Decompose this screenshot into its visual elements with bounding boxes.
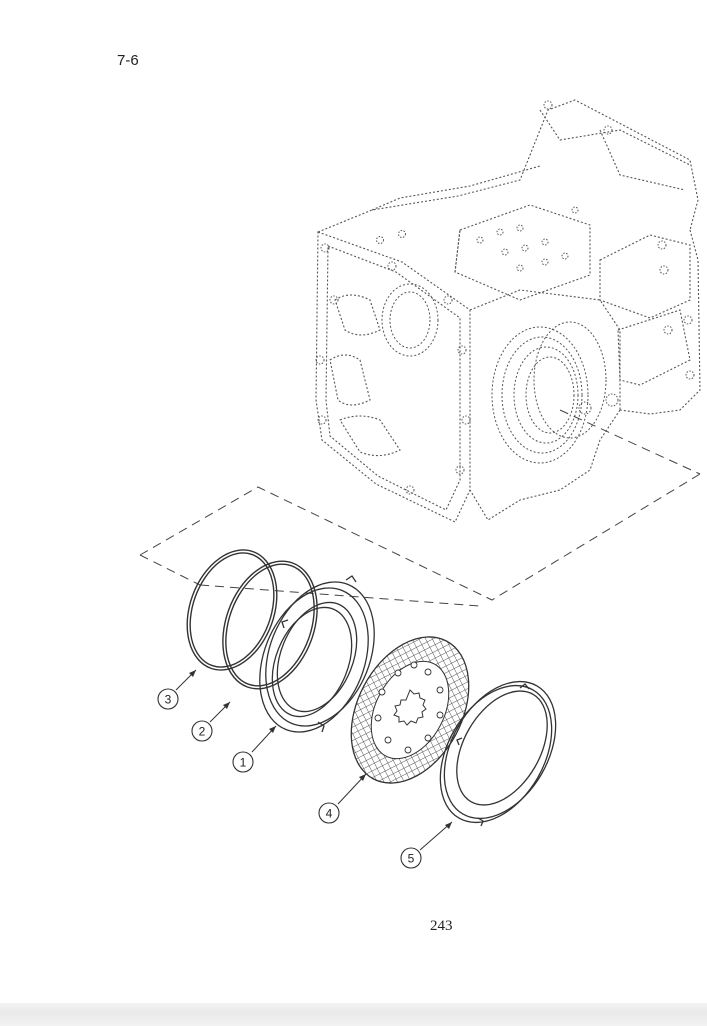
callout-label-2: 2 <box>199 725 206 739</box>
callout-label-5: 5 <box>408 852 415 866</box>
callout-2: 2 <box>191 720 213 742</box>
leader-arrowheads <box>189 670 452 829</box>
separator-plate-5 <box>439 680 557 827</box>
assembly-guide-lines <box>139 409 701 607</box>
housing-bores <box>381 283 607 464</box>
callout-3: 3 <box>157 688 179 710</box>
scan-edge-strip <box>0 1003 707 1026</box>
pressure-plate-1 <box>259 575 375 733</box>
section-number: 7-6 <box>117 52 139 69</box>
transmission-housing <box>315 99 701 523</box>
friction-disc-4 <box>350 636 470 784</box>
callout-1: 1 <box>232 751 254 773</box>
callout-label-1: 1 <box>240 756 247 770</box>
callout-4: 4 <box>318 802 340 824</box>
callout-label-4: 4 <box>326 807 333 821</box>
callout-5: 5 <box>400 847 422 869</box>
callout-label-3: 3 <box>165 693 172 707</box>
page-number: 243 <box>430 918 453 934</box>
housing-bolt-holes <box>315 100 695 495</box>
leader-5 <box>419 821 453 851</box>
snap-ring-3 <box>186 549 278 671</box>
snap-ring-2 <box>222 560 318 690</box>
